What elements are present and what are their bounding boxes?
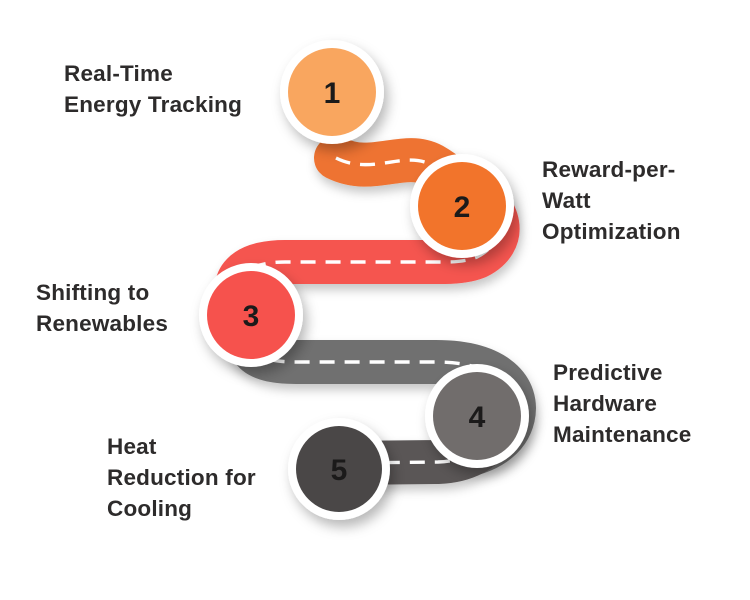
step-label-4-line-1: Predictive [553,360,663,385]
step-label-5: Heat Reduction for Cooling [107,431,256,524]
step-label-4-line-3: Maintenance [553,422,692,447]
step-label-2-line-1: Reward-per- [542,157,676,182]
step-circle-2 [418,162,506,250]
step-label-3-line-1: Shifting to [36,280,150,305]
step-label-5-line-1: Heat [107,434,157,459]
step-label-1: Real-Time Energy Tracking [64,58,242,120]
step-label-3: Shifting to Renewables [36,277,168,339]
step-node-1: 1 [280,40,384,144]
step-label-2-line-2: Watt [542,188,591,213]
step-number-3: 3 [243,300,260,333]
step-circle-1 [288,48,376,136]
step-node-3: 3 [199,263,303,367]
step-label-4: Predictive Hardware Maintenance [553,357,692,450]
step-label-5-line-2: Reduction for [107,465,256,490]
step-circle-4 [433,372,521,460]
step-label-1-line-2: Energy Tracking [64,92,243,117]
step-circle-5 [296,426,382,512]
step-number-2: 2 [454,191,471,224]
step-node-5: 5 [288,418,390,520]
step-number-4: 4 [469,401,486,434]
step-label-4-line-2: Hardware [553,391,658,416]
step-number-1: 1 [324,77,341,110]
step-label-2-line-3: Optimization [542,219,681,244]
step-label-1-line-1: Real-Time [64,61,173,86]
road-dash-1-2 [335,156,461,193]
step-label-5-line-3: Cooling [107,496,193,521]
step-circle-3 [207,271,295,359]
step-node-4: 4 [425,364,529,468]
step-label-2: Reward-per- Watt Optimization [542,154,681,247]
step-node-2: 2 [410,154,514,258]
step-label-3-line-2: Renewables [36,311,169,336]
step-number-5: 5 [331,454,348,487]
